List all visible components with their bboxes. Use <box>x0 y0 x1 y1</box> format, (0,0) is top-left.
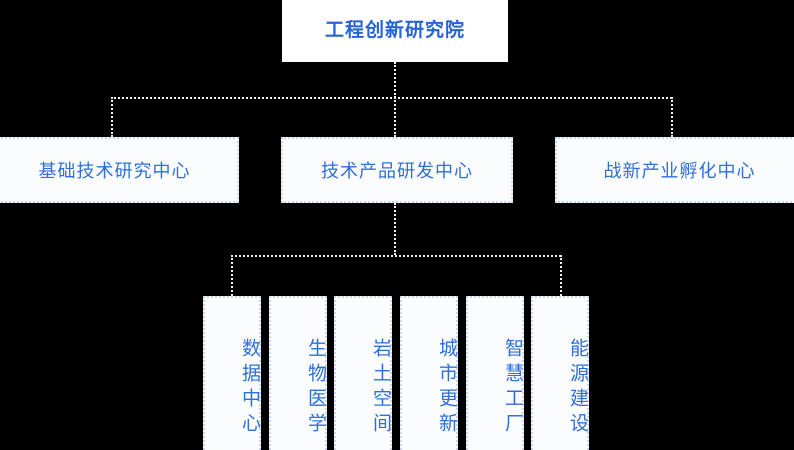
org-node-level2-0[interactable]: 基础技术研究中心 <box>0 137 239 203</box>
connector-level3-drop-left <box>231 255 233 296</box>
org-node-level2-1[interactable]: 技术产品研发中心 <box>281 137 513 203</box>
connector-level2-drop-center <box>394 97 396 137</box>
connector-level3-stem <box>394 203 396 255</box>
connector-level2-bus <box>111 97 672 99</box>
connector-root-stem <box>394 62 396 98</box>
org-node-level3-3[interactable]: 城市更新 <box>400 296 458 450</box>
org-node-level3-1[interactable]: 生物医学 <box>269 296 327 450</box>
org-node-level3-0[interactable]: 数据中心 <box>203 296 261 450</box>
org-node-level3-5[interactable]: 能源建设 <box>531 296 589 450</box>
connector-level2-drop-left <box>111 97 113 137</box>
connector-level3-drop-right <box>560 255 562 296</box>
connector-level3-bus <box>231 255 561 257</box>
org-node-level3-4[interactable]: 智慧工厂 <box>466 296 524 450</box>
org-node-level2-2[interactable]: 战新产业孵化中心 <box>555 137 794 203</box>
connector-level2-drop-right <box>671 97 673 137</box>
org-node-root[interactable]: 工程创新研究院 <box>282 0 508 62</box>
org-node-level3-2[interactable]: 岩土空间 <box>334 296 392 450</box>
